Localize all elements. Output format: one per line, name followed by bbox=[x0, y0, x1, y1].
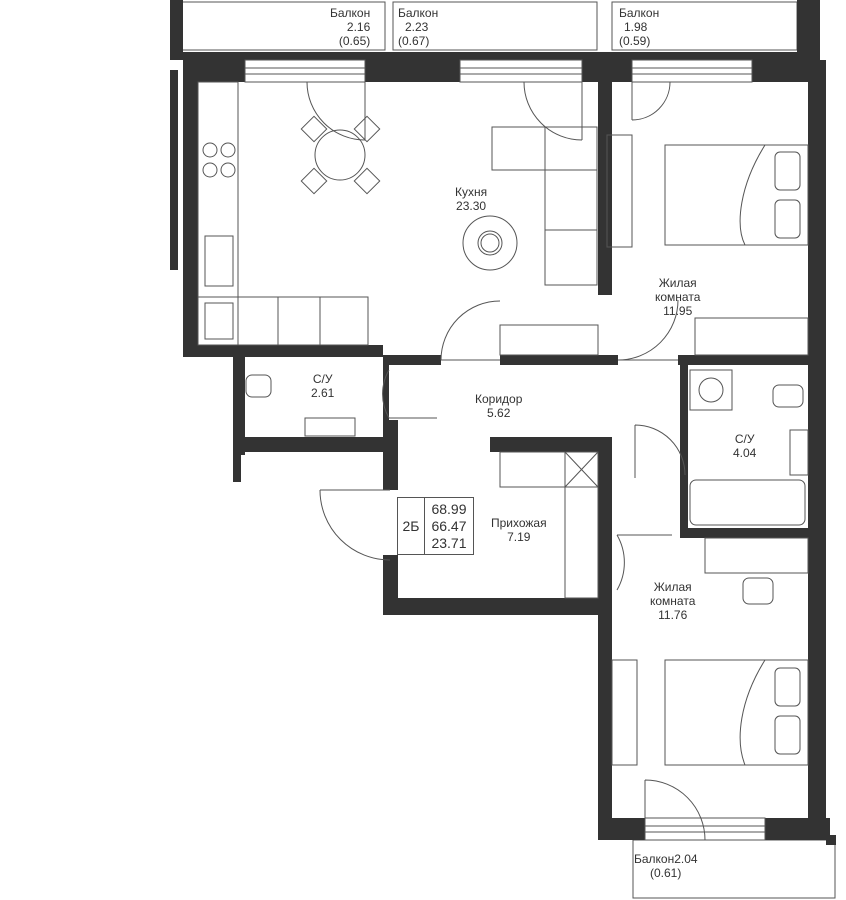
sink-wc1 bbox=[304, 417, 356, 437]
dining-table bbox=[314, 129, 366, 181]
total-area: 68.99 bbox=[431, 500, 467, 517]
toilet-2 bbox=[772, 384, 804, 408]
wardrobe-hall-side bbox=[564, 486, 599, 599]
desk bbox=[704, 537, 809, 574]
corridor-label: Коридор 5.62 bbox=[475, 392, 522, 420]
room-name-2: комната bbox=[650, 594, 696, 608]
room-reduced-area: (0.65) bbox=[338, 34, 371, 48]
wc-2-label: С/У 4.04 bbox=[733, 432, 756, 460]
sink bbox=[204, 235, 234, 287]
balcony-2-label: Балкон 2.23 (0.67) bbox=[398, 6, 438, 48]
room-name: Кухня bbox=[455, 185, 488, 199]
tv-stand-2 bbox=[611, 659, 638, 766]
doors bbox=[306, 81, 706, 841]
balcony-3-label: Балкон 1.98 (0.59) bbox=[619, 6, 659, 48]
room-name: Балкон bbox=[398, 6, 439, 20]
room-reduced-area: (0.67) bbox=[398, 34, 430, 48]
bed-2 bbox=[664, 659, 809, 766]
sofa bbox=[491, 126, 598, 286]
room-area: 5.62 bbox=[487, 406, 511, 420]
wc-1-label: С/У 2.61 bbox=[311, 372, 334, 400]
balcony-2-outline bbox=[392, 1, 598, 51]
room-area: 1.98 bbox=[624, 20, 648, 34]
hall-label: Прихожая 7.19 bbox=[491, 516, 547, 544]
apartment-type: 2Б bbox=[398, 498, 425, 554]
living-area: 23.71 bbox=[431, 534, 467, 551]
washer bbox=[689, 369, 733, 411]
apartment-info-box: 2Б 68.99 66.47 23.71 bbox=[397, 497, 474, 555]
room-name: Прихожая bbox=[491, 516, 547, 530]
room-area: 2.23 bbox=[405, 20, 429, 34]
room-name: Жилая bbox=[658, 276, 697, 290]
wardrobe-1 bbox=[694, 317, 809, 356]
room-name: С/У bbox=[734, 432, 755, 446]
kitchen-counter bbox=[197, 81, 239, 298]
room-area: 7.19 bbox=[507, 530, 531, 544]
bathtub bbox=[689, 479, 806, 526]
kitchen-label: Кухня 23.30 bbox=[455, 185, 487, 213]
wardrobe-hall-top bbox=[499, 451, 566, 488]
bedroom-2-label: Жилая комната 11.76 bbox=[650, 580, 695, 622]
room-name: С/У bbox=[312, 372, 333, 386]
rug bbox=[462, 215, 518, 271]
windows bbox=[244, 59, 766, 841]
room-area: 4.04 bbox=[733, 446, 757, 460]
area-without-balconies: 66.47 bbox=[431, 517, 467, 534]
room-area: 2.16 bbox=[346, 20, 371, 34]
room-area: 2.04 bbox=[674, 852, 698, 866]
sink-wc2 bbox=[789, 429, 809, 476]
room-area: 23.30 bbox=[456, 199, 487, 213]
room-area: 2.61 bbox=[311, 386, 335, 400]
bedroom-1-label: Жилая комната 11.95 bbox=[655, 276, 700, 318]
room-reduced-area: (0.61) bbox=[650, 866, 682, 880]
room-area: 11.95 bbox=[663, 304, 693, 318]
bed-1 bbox=[664, 144, 809, 246]
tv-stand-1 bbox=[606, 134, 633, 248]
furniture bbox=[197, 81, 809, 766]
toilet-1 bbox=[245, 374, 272, 398]
room-name: Коридор bbox=[475, 392, 523, 406]
room-name: Балкон bbox=[330, 6, 371, 20]
wardrobe-kitchen bbox=[499, 324, 599, 356]
stove-burner bbox=[202, 142, 218, 158]
balcony-1-label: Балкон 2.16 (0.65) bbox=[330, 6, 370, 48]
room-name: Балкон bbox=[634, 852, 675, 866]
balcony-4-label: Балкон2.04 (0.61) bbox=[634, 852, 698, 880]
room-area: 11.76 bbox=[658, 608, 688, 622]
room-name-2: комната bbox=[655, 290, 701, 304]
room-name: Жилая bbox=[653, 580, 692, 594]
room-name: Балкон bbox=[619, 6, 660, 20]
room-reduced-area: (0.59) bbox=[619, 34, 651, 48]
